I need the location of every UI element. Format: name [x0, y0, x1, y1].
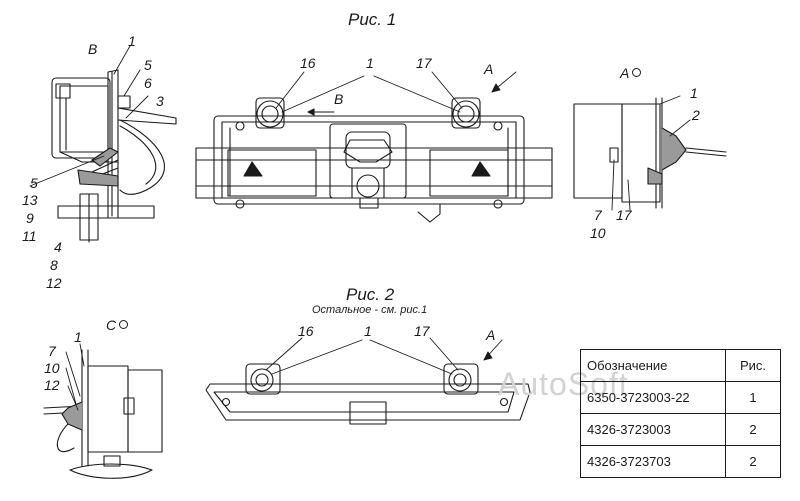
figure2-a-arrow-label: А	[486, 327, 496, 343]
callout-label: 10	[590, 225, 606, 241]
figure1-main-drawing	[195, 97, 553, 223]
table-cell: 2	[725, 445, 781, 478]
callout-label: 8	[50, 257, 58, 273]
callout-label: 4	[54, 239, 62, 255]
callout-label: 1	[364, 323, 372, 339]
view-b-drawing	[51, 69, 177, 243]
callout-label: 5	[30, 175, 38, 191]
callout-label: 16	[298, 323, 314, 339]
section-circle-icon	[632, 68, 642, 77]
callout-label: 1	[366, 55, 374, 71]
callout-label: 11	[22, 228, 37, 244]
table-cell: 2	[725, 413, 781, 446]
table-cell: 4326-3723003	[580, 413, 726, 446]
callout-label: 10	[44, 360, 60, 376]
callout-label: 1	[74, 329, 82, 345]
table-cell: 4326-3723703	[580, 445, 726, 478]
table-header-row: Обозначение Рис.	[580, 349, 781, 382]
table-cell: 1	[725, 381, 781, 414]
callout-label: 13	[22, 192, 38, 208]
figure2-main-drawing	[205, 363, 531, 425]
section-a-label: А	[620, 65, 642, 81]
section-c-letter: С	[106, 317, 117, 333]
table-header: Обозначение	[580, 349, 726, 382]
callout-label: 9	[26, 210, 34, 226]
callout-label: 2	[692, 107, 700, 123]
callout-label: 17	[416, 55, 432, 71]
callout-label: 7	[48, 343, 56, 359]
section-c-label: С	[106, 317, 129, 333]
callout-label: 1	[690, 85, 698, 101]
callout-label: 7	[594, 207, 602, 223]
figure2-subtitle: Остальное - см. рис.1	[312, 304, 428, 316]
view-b-arrow-label: В	[334, 91, 344, 107]
section-circle-icon	[119, 320, 129, 329]
table-row: 6350-3723003-22 1	[580, 381, 781, 414]
callout-label: 3	[156, 93, 164, 109]
figure1-title: Рис. 1	[348, 10, 397, 29]
callout-label: 12	[46, 275, 62, 291]
designation-table: Обозначение Рис. 6350-3723003-22 1 4326-…	[580, 349, 781, 478]
callout-label: 5	[144, 57, 152, 73]
callout-label: 6	[144, 75, 152, 91]
table-row: 4326-3723003 2	[580, 413, 781, 446]
view-b-label: В	[88, 41, 98, 57]
section-a-letter: А	[620, 65, 630, 81]
figure2-title: Рис. 2	[346, 285, 395, 304]
callout-label: 16	[300, 55, 316, 71]
callout-leaders	[29, 45, 691, 411]
callout-label: 1	[128, 33, 136, 49]
view-a-drawing	[573, 97, 727, 209]
callout-label: 17	[616, 207, 632, 223]
callout-label: 17	[414, 323, 430, 339]
table-cell: 6350-3723003-22	[580, 381, 726, 414]
view-c-drawing	[43, 349, 163, 479]
callout-label: 12	[44, 377, 60, 393]
view-a-arrow-label: А	[484, 61, 494, 77]
table-row: 4326-3723703 2	[580, 445, 781, 478]
table-header: Рис.	[725, 349, 781, 382]
